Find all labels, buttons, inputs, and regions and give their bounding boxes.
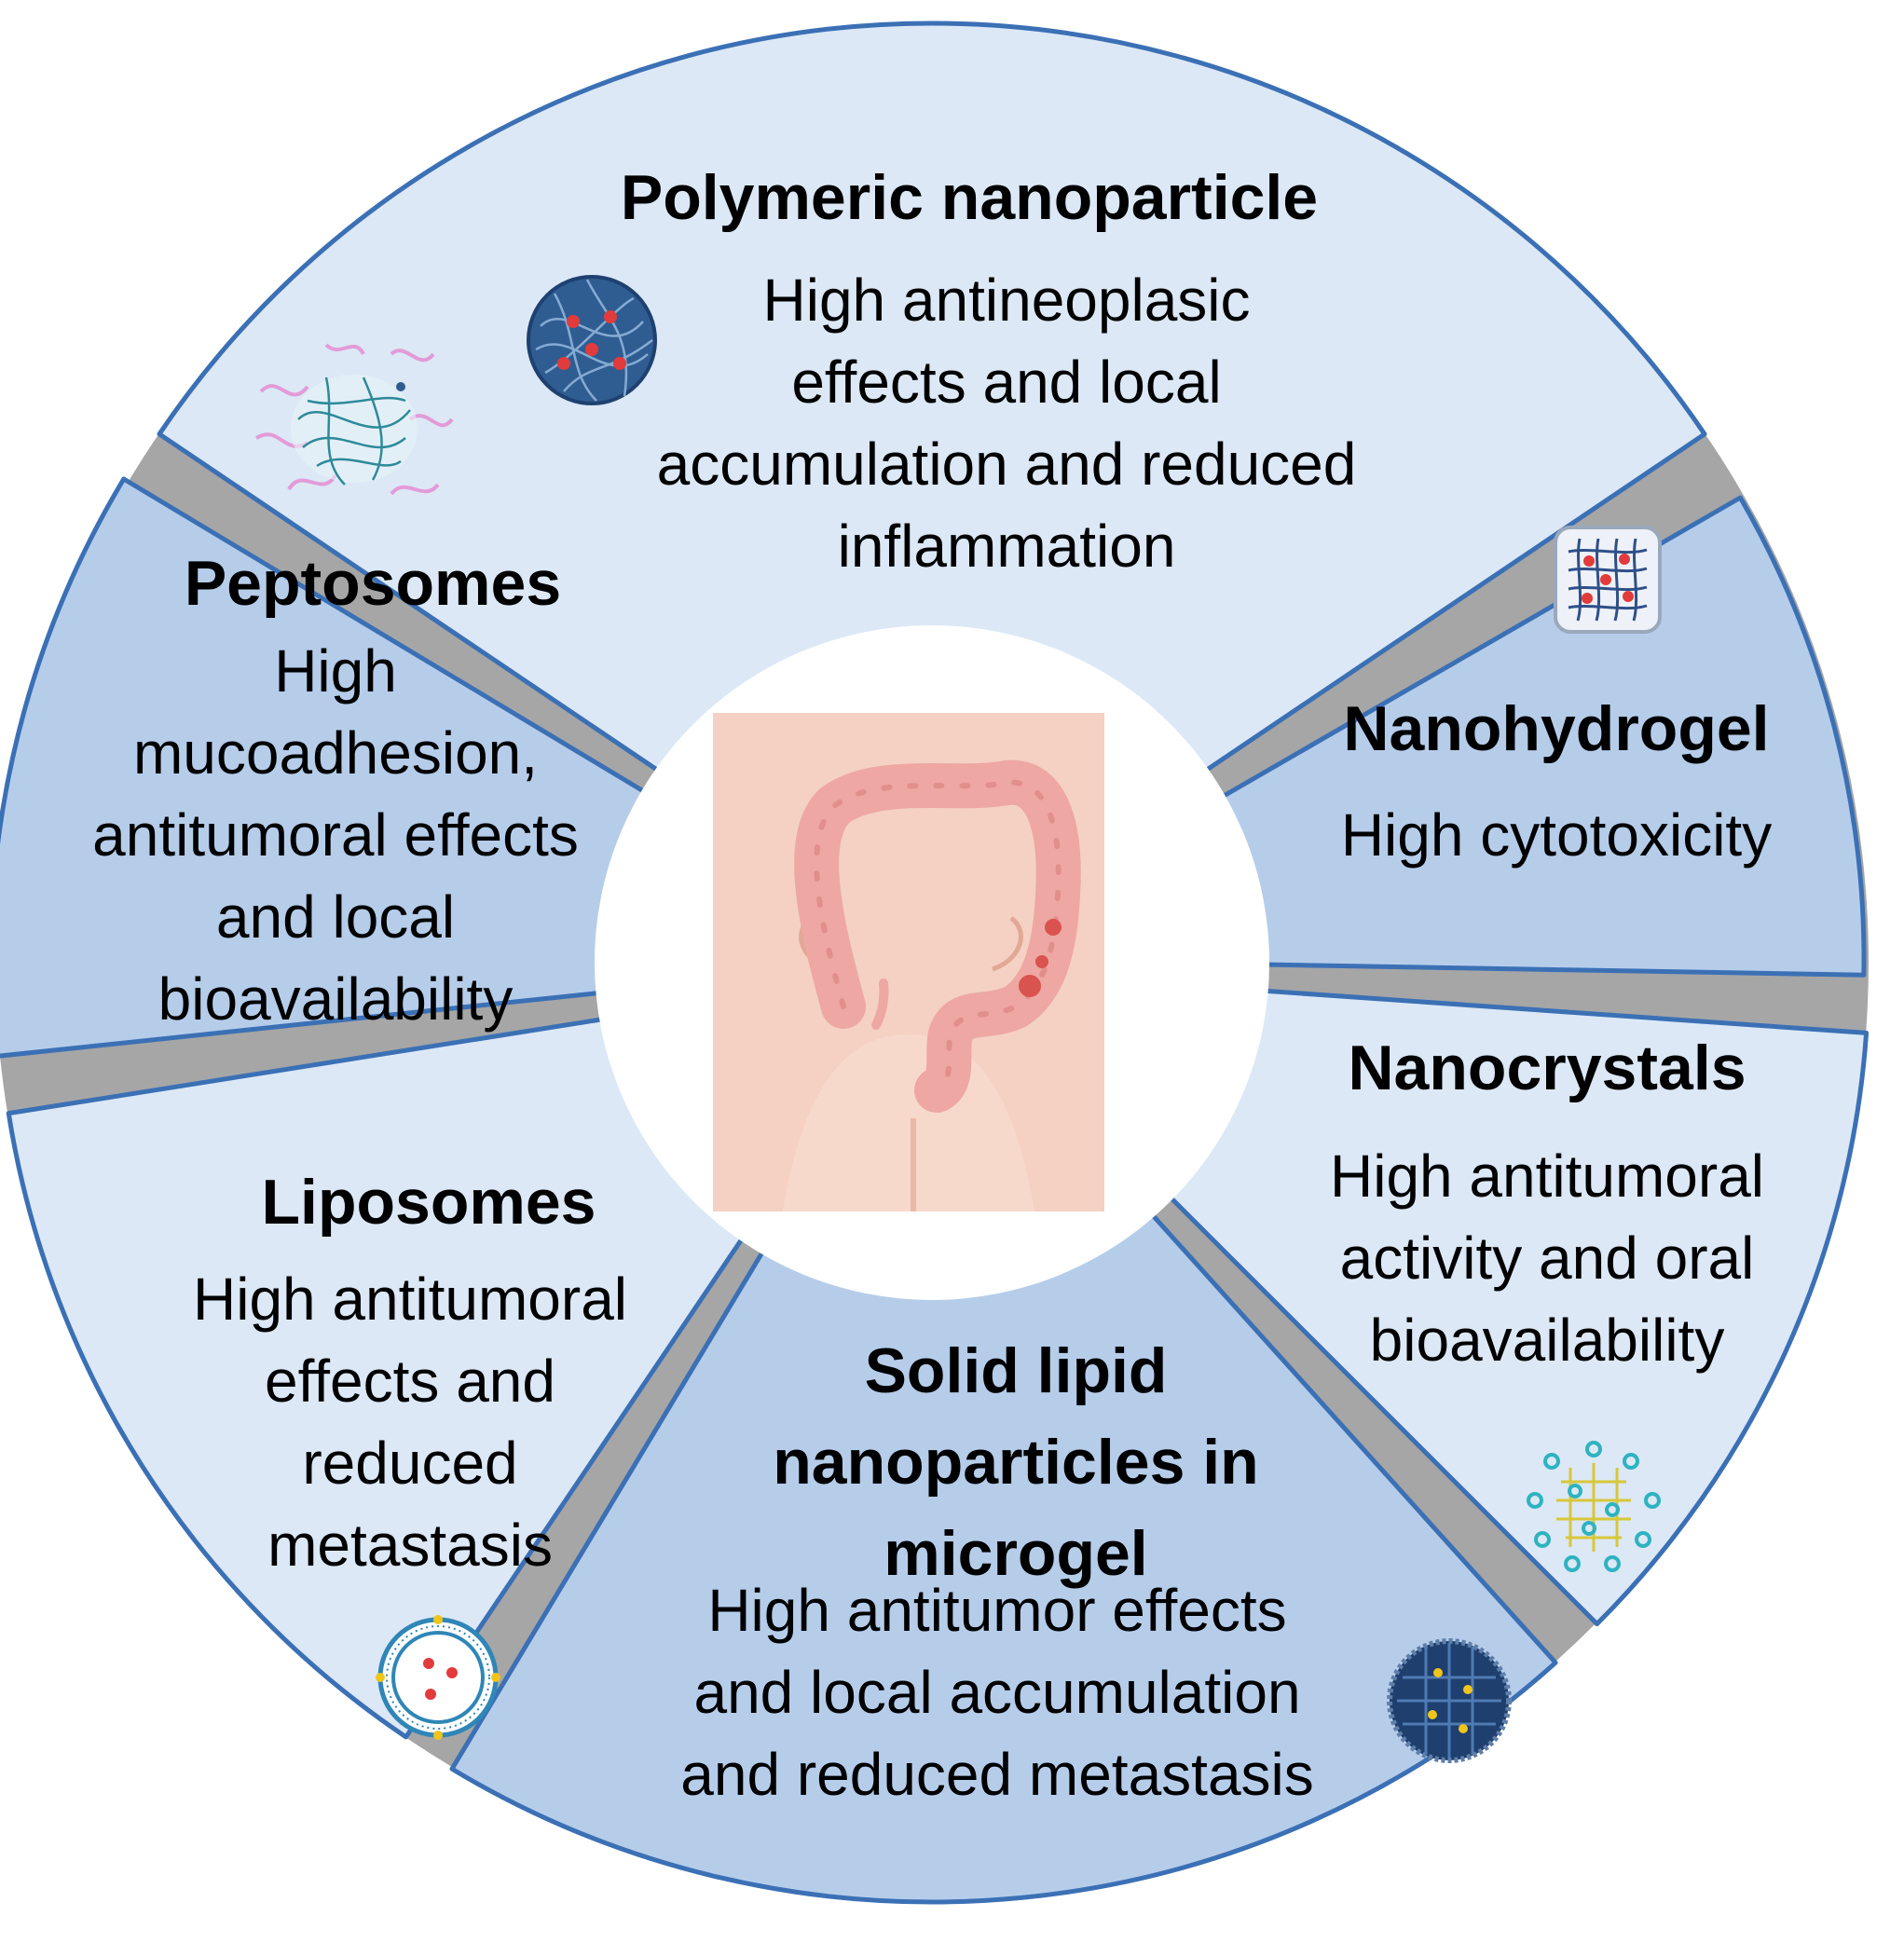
liposome-icon	[376, 1615, 500, 1740]
tumor-lesion-icon	[1019, 975, 1041, 997]
tumor-lesion-icon	[1035, 955, 1048, 968]
colon-anatomy-icon	[713, 713, 1104, 1211]
sector-polymeric	[157, 21, 1707, 958]
sector-title-nanohydrogel: Nanohydrogel	[1343, 693, 1770, 764]
polymeric-nanoparticle-icon	[527, 275, 657, 405]
sector-description-sln: High antitumor effects and local accumul…	[680, 1577, 1314, 1808]
sector-description-liposomes: High antitumoral effects and reduced met…	[193, 1266, 627, 1579]
solid-lipid-nanoparticle-icon	[1387, 1638, 1512, 1763]
sector-title-sln: Solid lipid nanoparticles in microgel	[773, 1335, 1259, 1589]
sector-description-polymeric: High antineoplasic effects and local acc…	[656, 267, 1357, 580]
sector-description-nanohydrogel: High cytotoxicity	[1340, 801, 1773, 869]
sector-title-polymeric: Polymeric nanoparticle	[620, 162, 1319, 233]
nanocrystal-icon	[1527, 1441, 1661, 1572]
nanohydrogel-icon	[1554, 526, 1662, 634]
peptosome-icon	[254, 343, 454, 496]
sector-title-nanocrystals: Nanocrystals	[1348, 1033, 1746, 1103]
sector-title-liposomes: Liposomes	[261, 1167, 596, 1238]
sector-description-peptosomes: High mucoadhesion, antitumoral effects a…	[92, 637, 579, 1033]
sector-title-peptosomes: Peptosomes	[184, 548, 562, 619]
sector-sln	[449, 967, 1558, 1905]
tumor-lesion-icon	[1045, 919, 1062, 936]
sector-description-nanocrystals: High antitumoral activity and oral bioav…	[1330, 1143, 1764, 1374]
